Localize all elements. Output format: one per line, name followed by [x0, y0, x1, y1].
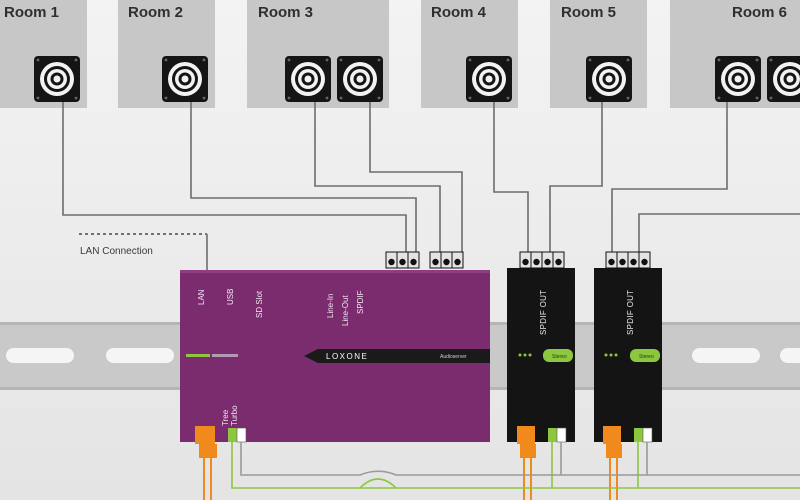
terminal-icon — [638, 251, 651, 269]
brand-label: LOXONE — [326, 352, 368, 361]
spdif-out-label-2: SPDIF OUT — [626, 290, 635, 335]
tree-bus-wires — [231, 442, 800, 489]
port-label-line-out: Line-Out — [341, 295, 350, 326]
audioserver-top-terminals — [385, 251, 464, 269]
speaker-icon — [586, 56, 632, 102]
logo-bar — [304, 349, 490, 363]
bus-label-turbo: Turbo — [230, 405, 239, 426]
bus-label-tree: Tree — [221, 409, 230, 426]
stereo-badge — [543, 349, 573, 362]
room-label-2: Room 2 — [128, 4, 183, 21]
audioserver-bottom-terminals — [195, 426, 247, 458]
lan-connection-label: LAN Connection — [80, 246, 153, 257]
terminal-icon — [429, 251, 442, 269]
stereo-badge-label: Stereo — [639, 354, 654, 360]
room-label-3: Room 3 — [258, 4, 313, 21]
speaker-icon — [715, 56, 761, 102]
speaker-icon — [285, 56, 331, 102]
speaker-icon — [767, 56, 800, 102]
speaker-icon — [466, 56, 512, 102]
room-panels — [0, 0, 800, 108]
din-rail-slots — [6, 348, 800, 363]
room-label-5: Room 5 — [561, 4, 616, 21]
speaker-icon — [337, 56, 383, 102]
speaker-icon — [34, 56, 80, 102]
tree-terminal-icon — [228, 428, 237, 442]
speaker-wires — [62, 102, 800, 258]
port-label-spdif: SPDIF — [356, 290, 365, 314]
power-terminal-icon — [195, 426, 215, 444]
terminal-icon — [605, 251, 618, 269]
stereo-badge-label: Stereo — [552, 354, 567, 360]
port-label-line-in: Line-In — [326, 294, 335, 318]
terminal-icon — [385, 251, 398, 269]
status-led-icon — [186, 354, 210, 357]
speaker-icon — [162, 56, 208, 102]
terminal-icon — [552, 251, 565, 269]
model-label: Audioserver — [440, 354, 467, 360]
terminal-icon — [519, 251, 532, 269]
spdif-extension-1: Stereo — [507, 251, 575, 458]
spdif-out-label-1: SPDIF OUT — [539, 290, 548, 335]
stereo-badge — [630, 349, 660, 362]
port-label-lan: LAN — [197, 289, 206, 305]
terminal-icon — [627, 251, 640, 269]
spdif-extension-2: Stereo — [594, 251, 662, 458]
port-label-usb: USB — [226, 289, 235, 305]
terminal-icon — [440, 251, 453, 269]
terminal-icon — [407, 251, 420, 269]
port-label-sd-slot: SD Slot — [255, 290, 264, 318]
room-label-4: Room 4 — [431, 4, 487, 21]
terminal-icon — [530, 251, 543, 269]
terminal-icon — [616, 251, 629, 269]
terminal-icon — [396, 251, 409, 269]
terminal-icon — [451, 251, 464, 269]
terminal-icon — [541, 251, 554, 269]
room-label-1: Room 1 — [4, 4, 59, 21]
power-wires — [203, 458, 618, 500]
room-label-6: Room 6 — [732, 4, 787, 21]
